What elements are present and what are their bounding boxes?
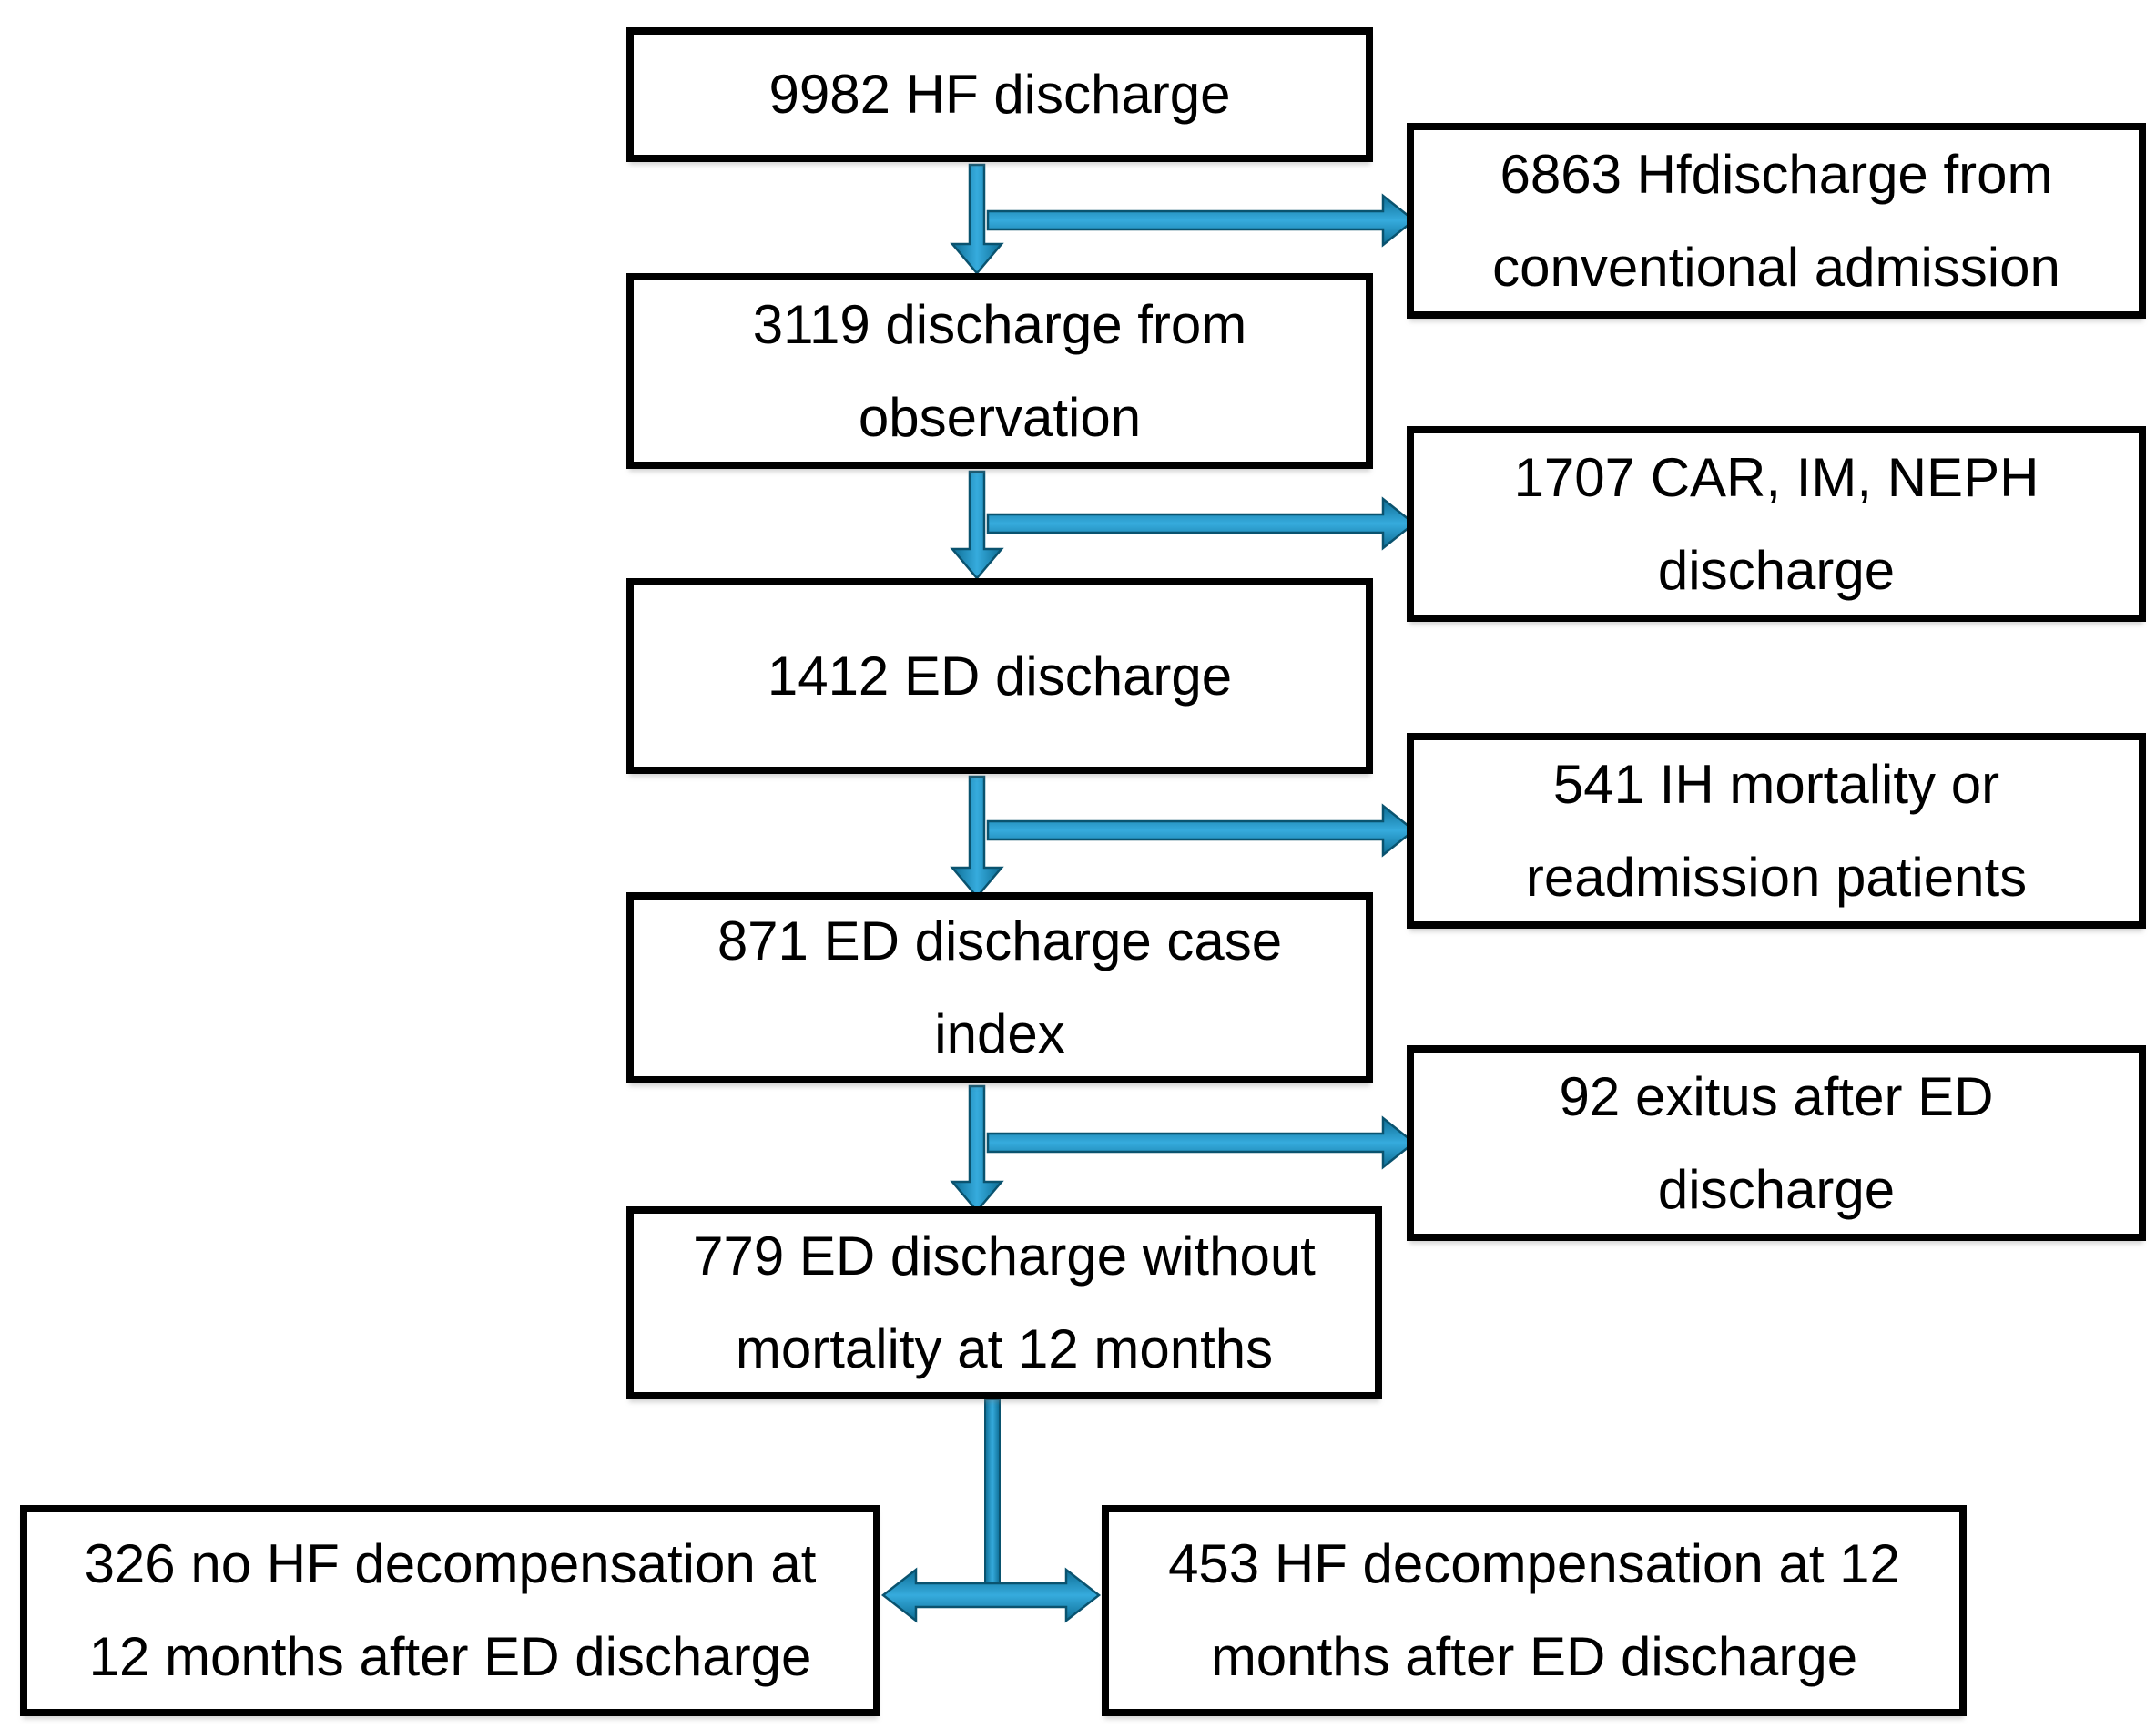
box-3119-observation-discharge-label: 3119 discharge from observation [752,293,1247,448]
down-arrow-4 [950,1084,1004,1213]
branch-arrow-2 [986,496,1417,551]
box-779-ed-discharge-without-mortality: 779 ED discharge without mortality at 12… [626,1206,1382,1399]
box-1412-ed-discharge: 1412 ED discharge [626,578,1373,774]
box-453-hf-decompensation-label: 453 HF decompensation at 12 months after… [1168,1533,1900,1687]
box-1707-car-im-neph-discharge-label: 1707 CAR, IM, NEPH discharge [1513,446,2039,601]
box-3119-observation-discharge: 3119 discharge from observation [626,273,1373,469]
box-453-hf-decompensation: 453 HF decompensation at 12 months after… [1102,1505,1967,1716]
box-326-no-hf-decompensation: 326 no HF decompensation at 12 months af… [20,1505,880,1716]
box-6863-conventional-admission-label: 6863 Hfdischarge from conventional admis… [1492,143,2060,298]
box-541-ih-mortality-readmission-label: 541 IH mortality or readmission patients [1525,753,2028,908]
box-326-no-hf-decompensation-label: 326 no HF decompensation at 12 months af… [84,1533,817,1687]
box-1412-ed-discharge-label: 1412 ED discharge [767,645,1233,707]
box-541-ih-mortality-readmission: 541 IH mortality or readmission patients [1407,733,2146,929]
down-arrow-3 [950,775,1004,899]
box-9982-hf-discharge: 9982 HF discharge [626,27,1373,162]
box-92-exitus-after-ed-discharge: 92 exitus after ED discharge [1407,1045,2146,1241]
box-9982-hf-discharge-label: 9982 HF discharge [768,64,1231,125]
box-871-ed-discharge-case-index: 871 ED discharge case index [626,892,1373,1083]
box-6863-conventional-admission: 6863 Hfdischarge from conventional admis… [1407,123,2146,319]
box-779-ed-discharge-without-mortality-label: 779 ED discharge without mortality at 12… [693,1226,1316,1379]
branch-arrow-4 [986,1115,1417,1170]
box-871-ed-discharge-case-index-label: 871 ED discharge case index [717,910,1283,1064]
box-92-exitus-after-ed-discharge-label: 92 exitus after ED discharge [1559,1065,1994,1220]
outcome-double-arrow [880,1567,1102,1623]
down-arrow-1 [950,163,1004,275]
split-connector-line [984,1398,1001,1608]
branch-arrow-1 [986,193,1417,248]
box-1707-car-im-neph-discharge: 1707 CAR, IM, NEPH discharge [1407,426,2146,622]
down-arrow-2 [950,470,1004,580]
branch-arrow-3 [986,803,1417,858]
